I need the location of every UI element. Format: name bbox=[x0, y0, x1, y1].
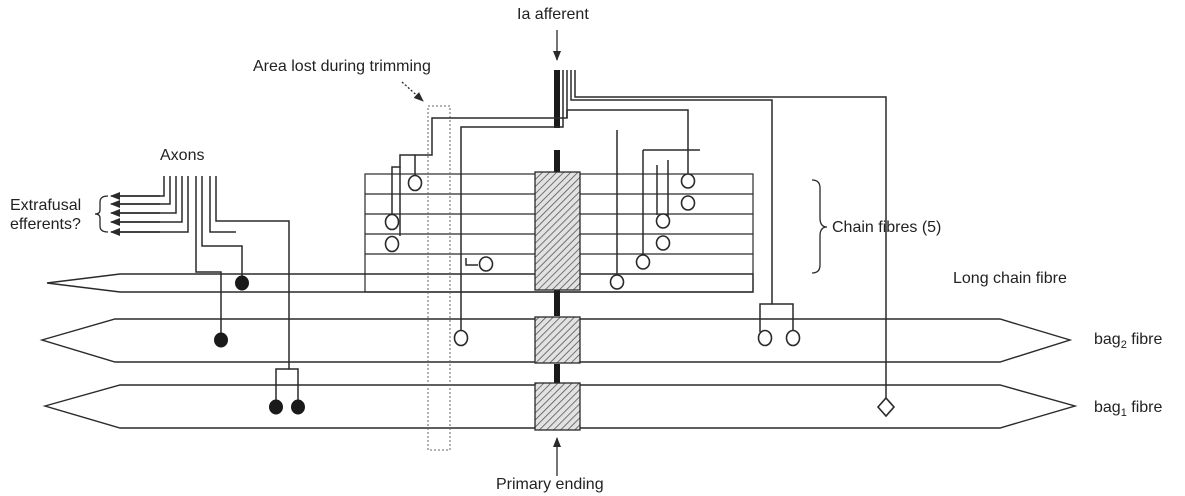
extrafusal-label-line2: efferents? bbox=[10, 216, 81, 234]
long-chain-fibre-label: Long chain fibre bbox=[953, 270, 1067, 288]
primary-ending-label: Primary ending bbox=[496, 476, 604, 494]
plate-ending-icon bbox=[409, 176, 422, 191]
bag2-prefix: bag bbox=[1094, 331, 1121, 348]
extrafusal-label-line1: Extrafusal bbox=[10, 197, 81, 215]
area-lost-label: Area lost during trimming bbox=[253, 58, 431, 76]
ia-afferent-label: Ia afferent bbox=[517, 6, 589, 24]
extrafusal-brace bbox=[95, 196, 108, 232]
plate-ending-icon bbox=[682, 174, 695, 188]
label-arrows bbox=[402, 30, 557, 476]
bag1-suffix: fibre bbox=[1127, 399, 1163, 416]
plate-ending-icon bbox=[455, 331, 468, 346]
bag2-suffix: fibre bbox=[1127, 331, 1163, 348]
plate-ending-icon bbox=[611, 275, 624, 289]
open-endings bbox=[386, 174, 800, 346]
trimmed-area bbox=[428, 106, 450, 450]
axons-label: Axons bbox=[160, 147, 204, 165]
filled-ending-icon bbox=[292, 400, 305, 414]
chain-fibres-brace bbox=[812, 180, 827, 273]
bag1-fibre-label: bag1 fibre bbox=[1094, 399, 1162, 419]
filled-ending-icon bbox=[215, 333, 228, 347]
filled-ending-icon bbox=[270, 400, 283, 414]
filled-ending-icon bbox=[236, 276, 249, 290]
plate-ending-icon bbox=[386, 237, 399, 252]
fusimotor-axons bbox=[118, 70, 886, 404]
plate-ending-icon bbox=[657, 236, 670, 250]
chain-fibres-label: Chain fibres (5) bbox=[832, 219, 941, 237]
bag1-prefix: bag bbox=[1094, 399, 1121, 416]
plate-ending-icon bbox=[787, 331, 800, 346]
long-chain-fibre bbox=[47, 274, 753, 292]
filled-endings bbox=[215, 276, 305, 414]
plate-ending-icon bbox=[480, 257, 493, 271]
bag2-fibre-label: bag2 fibre bbox=[1094, 331, 1162, 351]
plate-ending-icon bbox=[657, 214, 670, 228]
plate-ending-icon bbox=[637, 255, 650, 269]
diamond-ending-icon bbox=[878, 398, 894, 416]
plate-ending-icon bbox=[682, 196, 695, 210]
plate-ending-icon bbox=[386, 215, 399, 230]
extrafusal-arrows bbox=[111, 196, 160, 232]
plate-ending-icon bbox=[759, 331, 772, 346]
